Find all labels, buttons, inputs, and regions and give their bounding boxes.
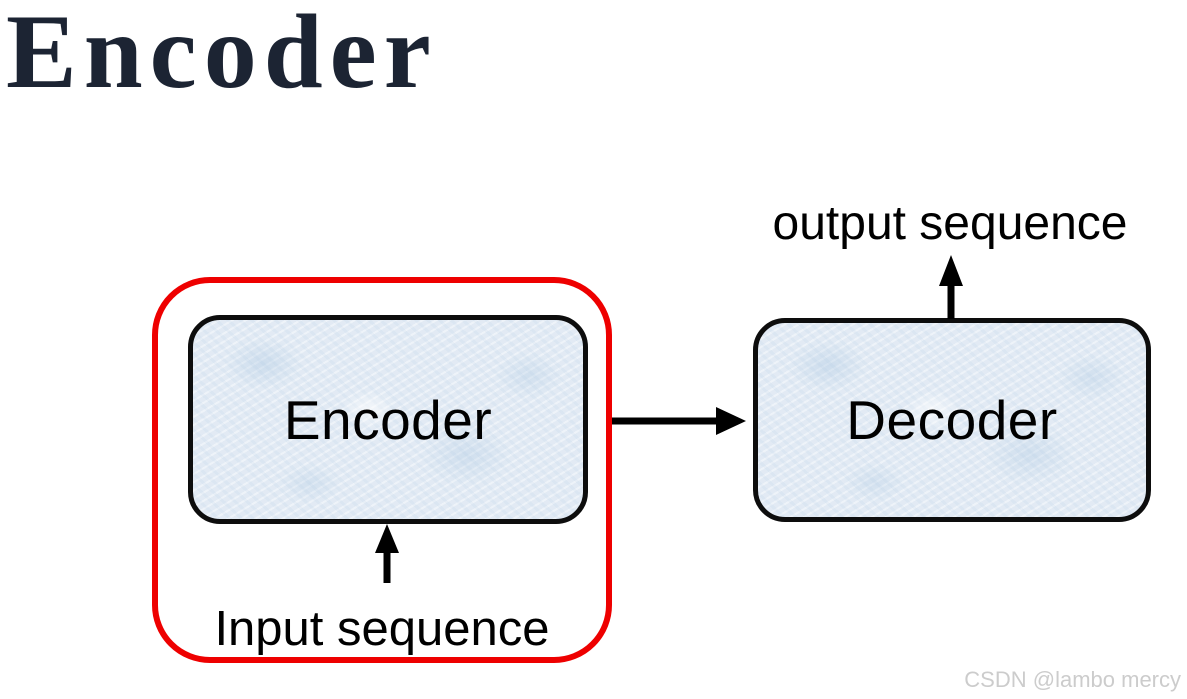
encoder-to-decoder-arrow-icon — [612, 407, 746, 435]
encoder-box-label: Encoder — [283, 388, 493, 451]
page-title: Encoder — [6, 0, 438, 110]
input-sequence-label: Input sequence — [214, 602, 550, 656]
decoder-box: Decoder — [753, 318, 1151, 522]
csdn-watermark: CSDN @lambo mercy — [964, 667, 1181, 692]
encoder-highlight-outline — [152, 277, 612, 663]
output-arrow-up-icon — [939, 255, 963, 319]
encoder-box: Encoder — [188, 315, 588, 524]
decoder-box-label: Decoder — [846, 389, 1058, 451]
output-sequence-label: output sequence — [772, 197, 1128, 250]
